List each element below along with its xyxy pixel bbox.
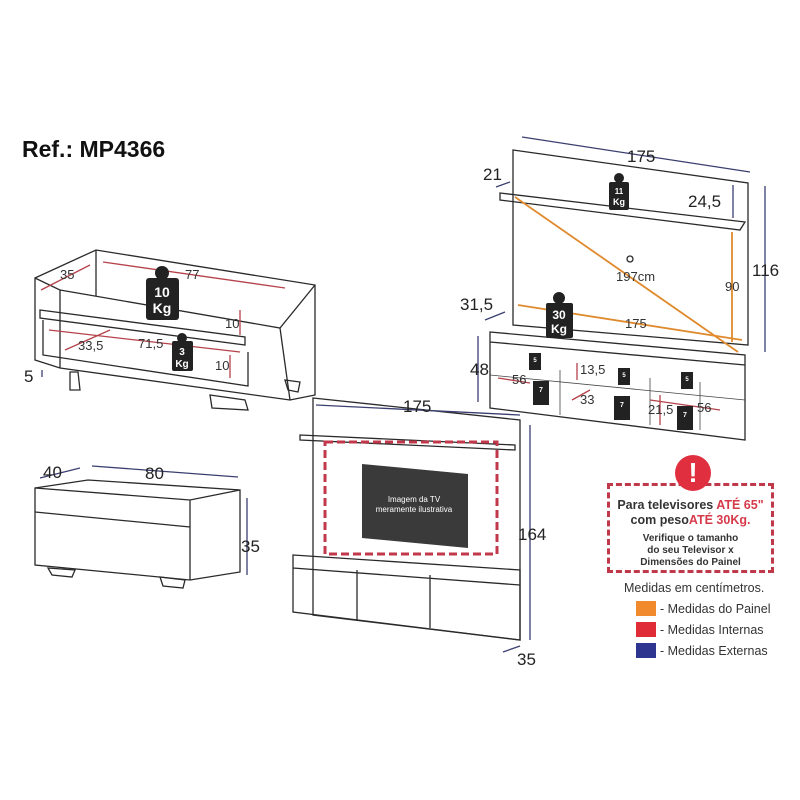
drawer-height-label: 10 [215, 358, 229, 373]
weight-icon: 5 [529, 353, 541, 370]
orange-swatch [636, 601, 656, 616]
base-depth-label: 31,5 [460, 295, 493, 314]
warning-text: com peso [630, 513, 689, 527]
inner-height-label: 90 [725, 279, 739, 294]
svg-text:7: 7 [539, 387, 543, 394]
rack-exterior-drawing: 40 80 35 [34, 463, 260, 589]
weight-icon: 3Kg [172, 333, 193, 371]
svg-text:7: 7 [620, 402, 624, 409]
legend-label: - Medidas do Painel [660, 601, 771, 616]
warning-highlight: ATÉ 30Kg. [688, 513, 751, 527]
svg-text:5: 5 [622, 373, 626, 379]
svg-text:Kg: Kg [613, 197, 625, 207]
shelf-depth-label: 21 [483, 165, 502, 184]
weight-icon: 7 [614, 396, 630, 420]
height-label: 116 [752, 261, 779, 280]
niche-width2-label: 56 [697, 400, 711, 415]
depth-label: 40 [43, 463, 62, 482]
shelf-gap-label: 24,5 [688, 192, 721, 211]
warning-note: Verifique o tamanho [642, 533, 739, 544]
width-label: 175 [627, 147, 655, 166]
niche-height2-label: 21,5 [648, 402, 673, 417]
weight-icon: 7 [677, 406, 693, 430]
niche-width-label: 56 [512, 372, 526, 387]
svg-text:Kg: Kg [175, 359, 188, 370]
panel-interior-drawing: 175 21 24,5 116 197cm 90 175 31,5 48 56 … [460, 136, 779, 441]
tv-label: meramente ilustrativa [376, 505, 453, 514]
legend-label: - Medidas Internas [660, 622, 764, 637]
svg-text:10: 10 [154, 284, 170, 300]
depth-label: 35 [60, 267, 74, 282]
drawer-depth-label: 33,5 [78, 338, 103, 353]
svg-text:Kg: Kg [551, 322, 567, 336]
tv-warning-box: Para televisores ATÉ 65" com pesoATÉ 30K… [607, 483, 774, 573]
warning-note: Dimensões do Painel [640, 557, 741, 568]
warning-text: Para televisores [617, 498, 717, 512]
shelf-height-label: 10 [225, 316, 239, 331]
exclamation-icon: ! [675, 455, 711, 491]
height-label: 35 [241, 537, 260, 556]
niche-depth-label: 33 [580, 392, 594, 407]
drawer-width-label: 71,5 [138, 336, 163, 351]
blue-swatch [636, 643, 656, 658]
legend: Medidas em centímetros. - Medidas do Pai… [624, 581, 770, 658]
inner-width-label: 175 [625, 316, 647, 331]
depth-label: 35 [517, 650, 536, 669]
width-label: 80 [145, 464, 164, 483]
warning-note: do seu Televisor x [647, 545, 734, 556]
weight-icon: 30Kg [546, 292, 573, 338]
width-label: 77 [185, 267, 199, 282]
svg-text:30: 30 [552, 308, 566, 322]
width-label: 175 [403, 397, 431, 416]
svg-text:3: 3 [179, 347, 185, 358]
svg-text:7: 7 [683, 412, 687, 419]
diagonal-label: 197cm [616, 269, 655, 284]
height-label: 164 [518, 525, 546, 544]
legend-item: - Medidas Internas [624, 622, 770, 637]
legend-title: Medidas em centímetros. [624, 581, 765, 595]
tv-label: Imagem da TV [388, 495, 441, 504]
legend-item: - Medidas do Painel [624, 601, 770, 616]
svg-text:11: 11 [615, 187, 624, 196]
red-swatch [636, 622, 656, 637]
warning-highlight: ATÉ 65" [716, 498, 764, 512]
reference-title: Ref.: MP4366 [22, 136, 166, 162]
base-height-label: 48 [470, 360, 489, 379]
svg-text:5: 5 [533, 358, 537, 364]
niche-height-label: 13,5 [580, 362, 605, 377]
panel-front-drawing: 175 164 35 Imagem da TV meramente ilustr… [292, 397, 546, 669]
svg-text:Kg: Kg [153, 300, 172, 316]
weight-icon: 5 [681, 372, 693, 389]
svg-text:5: 5 [685, 377, 689, 383]
legend-label: - Medidas Externas [660, 643, 768, 658]
weight-icon: 7 [533, 381, 549, 405]
feet-height-label: 5 [24, 367, 33, 386]
legend-item: - Medidas Externas [624, 643, 770, 658]
weight-icon: 5 [618, 368, 630, 385]
